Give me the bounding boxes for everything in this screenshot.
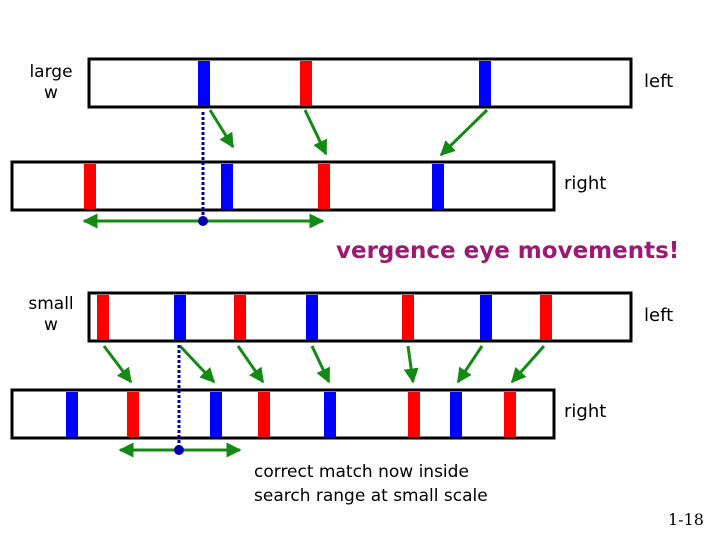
blue-stripe [174,295,186,340]
red-stripe [504,392,516,437]
match-arrow [303,109,328,156]
blue-stripe [221,164,233,209]
right-label-small: right [564,401,607,422]
match-arrow [403,345,419,384]
red-stripe [402,295,414,340]
match-arrow [439,108,489,157]
red-stripe [97,295,109,340]
red-stripe [127,392,139,437]
red-stripe [300,61,312,106]
large-w-left-bar [87,57,633,109]
red-stripe [234,295,246,340]
left-label-large: left [644,71,674,92]
blue-stripe [480,295,492,340]
match-arrow [510,345,546,384]
small-w-label: small w [20,294,82,336]
small-w-right-bar [10,388,556,440]
blue-stripe [324,392,336,437]
large-w-right-bar [10,160,556,212]
red-stripe [318,164,330,209]
blue-stripe [450,392,462,437]
match-arrow [456,345,484,384]
small-w-label-line1: small [28,294,74,314]
match-arrow [310,345,331,384]
headline: vergence eye movements! [336,238,680,264]
blue-stripe [198,61,210,106]
small-w-left-bar [87,291,633,343]
blue-stripe [210,392,222,437]
large-w-label: large w [20,62,82,104]
caption-line2: search range at small scale [254,486,488,506]
match-arrow [208,109,235,149]
caption-line1: correct match now inside [254,462,469,482]
match-arrow [102,345,133,384]
small-w-label-line2: w [44,315,58,335]
large-w-label-line1: large [29,62,73,82]
large-w-label-line2: w [44,83,58,103]
red-stripe [84,164,96,209]
caption: correct match now inside search range at… [254,460,488,508]
match-arrow [178,344,216,384]
red-stripe [258,392,270,437]
search-range-center-dot [198,216,208,226]
left-label-small: left [644,305,674,326]
blue-stripe [479,61,491,106]
page-number: 1-18 [668,510,704,529]
red-stripe [408,392,420,437]
search-range-center-dot [174,445,184,455]
blue-stripe [66,392,78,437]
blue-stripe [432,164,444,209]
blue-stripe [306,295,318,340]
match-arrow [236,345,265,384]
red-stripe [540,295,552,340]
right-label-large: right [564,173,607,194]
